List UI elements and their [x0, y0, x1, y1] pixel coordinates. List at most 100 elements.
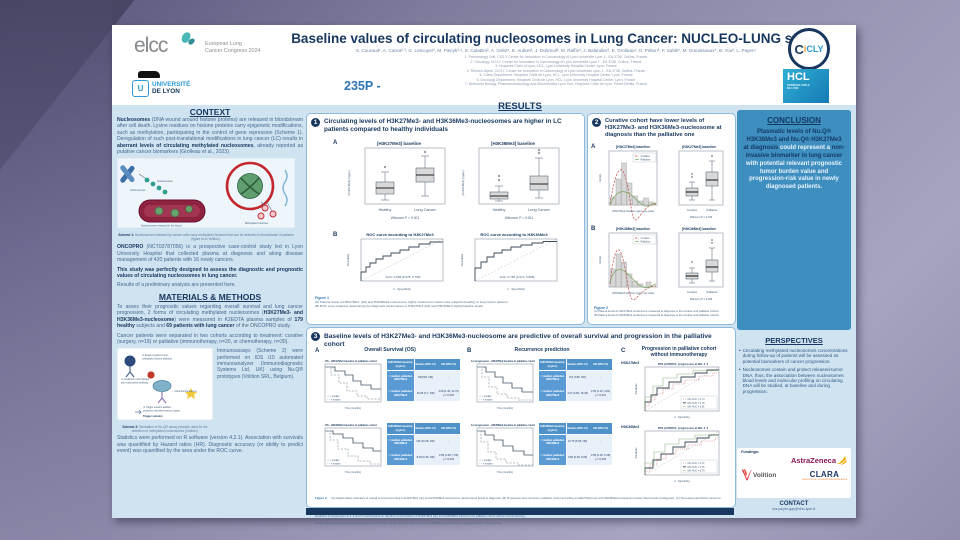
svg-text:M5: AUC = 0.81: M5: AUC = 0.81: [688, 406, 706, 409]
table-os-h3k36me3: H3K36Me3 baseline (ng/mL) Median (95% CI…: [387, 423, 460, 465]
funding-box: Fundings: AstraZeneca: [737, 448, 851, 498]
panel3-colA-title: Overall Survival (OS): [364, 347, 416, 353]
svg-text:PFS (AUROC): progression at M3: PFS (AUROC): progression at M3, 4, 5: [658, 426, 709, 430]
svg-text:Density: Density: [599, 255, 602, 264]
astrazeneca-logo: AstraZeneca: [741, 455, 847, 465]
panel2-number-badge: 2: [592, 118, 601, 127]
roc-h3k36me3: ROC curve according to H3K36Me3 Sensitiv…: [460, 232, 558, 291]
context-title: CONTEXT: [189, 107, 231, 117]
svg-text:Lung Cancer: Lung Cancer: [528, 208, 550, 212]
svg-text:Sensitivity: Sensitivity: [635, 383, 638, 395]
conclusion-title: CONCLUSION: [767, 116, 821, 125]
svg-text:[H3K27Me3] baseline: [H3K27Me3] baseline: [377, 141, 421, 146]
svg-text:1 - Specificity: 1 - Specificity: [507, 287, 525, 291]
affiliation-line: 2. Oncology, CICLY, Center for Innovatio…: [470, 59, 642, 64]
svg-text:M3: AUC = 0.74: M3: AUC = 0.74: [688, 398, 706, 401]
svg-text:Wilcoxon P < 0.001: Wilcoxon P < 0.001: [391, 216, 420, 220]
svg-text:— < median: — < median: [479, 395, 492, 398]
svg-text:Time (months): Time (months): [345, 471, 361, 474]
colC-tag-top: H3K27Me3: [621, 361, 640, 365]
hcl-logo: HCL HOSPICES CIVILS DE LYON: [783, 69, 829, 103]
svg-text:Healthy: Healthy: [379, 208, 392, 212]
svg-text:[H3K27Me3] baseline: [H3K27Me3] baseline: [616, 145, 650, 149]
svg-text:1st progression - H3K36Me3 bas: 1st progression - H3K36Me3 baseline in p…: [471, 424, 535, 427]
svg-text:Methylated histones: Methylated histones: [245, 221, 269, 225]
timeroc-h3k27me3: PFS (AUROC): progression at M3, 4, 5 Sen…: [635, 362, 720, 419]
panel2-label-a: A: [591, 144, 596, 150]
poster-header: elcc European Lung Cancer Congress 2024 …: [112, 25, 856, 105]
contact-email: lea.payen-gay@chu-lyon.fr: [772, 507, 816, 511]
svg-text:Sensitivity: Sensitivity: [460, 253, 464, 266]
svg-text:Curative: Curative: [641, 237, 651, 240]
results-footer-bar: [306, 508, 734, 515]
svg-text:anti-nucleosome antibody: anti-nucleosome antibody: [121, 382, 149, 385]
svg-text:Time (months): Time (months): [497, 407, 513, 410]
figure3-caption: (A) Kaplan-Meier estimates of overall su…: [315, 496, 721, 518]
contact-title: CONTACT: [779, 501, 809, 507]
bullet-marker: •: [739, 348, 741, 353]
study-design-statement: This study was perfectly designed to ass…: [117, 266, 303, 280]
hcl-abbr: HCL: [787, 71, 810, 83]
panel3-label-a: A: [315, 348, 320, 354]
clara-logo: CLARA CANCEROPOLE LYON AUVERGNE RHÔNE-AL…: [801, 469, 847, 481]
panel1-label-a: A: [333, 140, 338, 146]
astrazeneca-swoosh-icon: [837, 456, 847, 465]
elcc-logo: elcc: [134, 31, 196, 58]
svg-text:[H3K27Me3] baseline (ng/µL, lo: [H3K27Me3] baseline (ng/µL, log scale): [612, 210, 654, 213]
svg-text:[H3K36Me3] (ng/µL): [H3K36Me3] (ng/µL): [461, 170, 465, 195]
funding-label: Fundings:: [741, 450, 760, 454]
svg-text:Nucleosomes released in the bl: Nucleosomes released in the blood: [141, 224, 182, 228]
figure1-caption-b: (B) ROC curve analyses determining the d…: [315, 304, 484, 309]
scheme2-illustration: ① Beads coupled to anti- methylated hist…: [116, 348, 214, 421]
bullet-marker: •: [739, 367, 741, 373]
perspective-bullet-2: • Nucleosomes contain and protect releas…: [739, 367, 844, 394]
svg-text:[H3K36Me3] baseline: [H3K36Me3] baseline: [682, 227, 716, 231]
svg-text:— < median: — < median: [479, 459, 492, 462]
figure3-label: Figure 3: [315, 496, 327, 500]
svg-text:M3: AUC = 0.72: M3: AUC = 0.72: [688, 462, 706, 465]
svg-text:– – > median: – – > median: [479, 398, 493, 401]
perspectives-title: PERSPECTIVES: [765, 336, 823, 345]
panel3-heading: Baseline levels of H3K27Me3- and H3K36Me…: [324, 333, 712, 348]
svg-text:M4: AUC = 0.76: M4: AUC = 0.76: [688, 466, 706, 469]
panel3-colC-title1: Progression in palliative cohort: [641, 346, 717, 352]
svg-text:Palliative: Palliative: [641, 241, 652, 244]
cicly-i: i: [803, 44, 807, 54]
svg-text:Trigger solution: Trigger solution: [143, 414, 163, 418]
svg-text:— < median: — < median: [327, 395, 340, 398]
hcl-name2: DE LYON: [787, 87, 799, 91]
svg-text:[H3K36Me3] baseline: [H3K36Me3] baseline: [616, 227, 650, 231]
svg-text:AUC: 0.698 [0.578; 0.756]: AUC: 0.698 [0.578; 0.756]: [386, 275, 421, 279]
panel3-colC-title2: without immunotherapy: [650, 351, 708, 358]
udl-lion-icon: [138, 71, 160, 78]
context-paragraph: Nucleosomes (DNA wound around histone pr…: [117, 117, 303, 156]
svg-text:PFS (AUROC): progression at M3: PFS (AUROC): progression at M3, 4, 5: [658, 362, 709, 366]
poster-title: Baseline values of circulating nucleosom…: [291, 31, 821, 46]
svg-text:– – > median: – – > median: [327, 398, 341, 401]
svg-text:AUC: 0.756 [0.671; 0.828]: AUC: 0.756 [0.671; 0.828]: [500, 275, 535, 279]
svg-text:Time (months): Time (months): [345, 407, 361, 410]
svg-text:Palliative: Palliative: [706, 290, 718, 294]
svg-text:ROC curve according to H3K36Me: ROC curve according to H3K36Me3: [480, 232, 548, 237]
svg-text:methylated histone antibody: methylated histone antibody: [142, 358, 173, 361]
svg-text:M5: AUC = 0.79: M5: AUC = 0.79: [688, 470, 706, 473]
boxplot-h3k36me3: [H3K36Me3] baseline [H3K36Me3] (ng/µL) H…: [461, 141, 560, 220]
svg-text:② Acridinium ester labeled: ② Acridinium ester labeled: [121, 378, 150, 381]
svg-text:ROC curve according to H3K27Me: ROC curve according to H3K27Me3: [366, 232, 434, 237]
conclusion-panel: CONCLUSION Plasmatic levels of Nu.Q® H3K…: [737, 110, 851, 330]
panel1-label-b: B: [333, 232, 338, 238]
boxplot-cohort-h3k27me3: [H3K27Me3] baseline Curative Palliative …: [678, 145, 724, 219]
affiliation-line: 4. Rhônes-Alpes, CICLY, Center for Innov…: [466, 68, 646, 73]
results-title: RESULTS: [498, 101, 542, 112]
udl-line1: UNIVERSITÉ: [152, 81, 191, 88]
svg-text:Curative: Curative: [641, 155, 651, 158]
svg-text:M4: AUC = 0.78: M4: AUC = 0.78: [688, 402, 706, 405]
figure2-label: Figure 2: [594, 306, 608, 310]
methods-paragraph-1: To asses their prognostic values regardi…: [117, 303, 303, 330]
scheme1-caption: Scheme 1: Nucleosomes released by cancer…: [118, 233, 294, 242]
affiliation-line: 1. Pneumology Unit, CICLY Center for Inn…: [464, 55, 648, 60]
timeroc-h3k36me3: PFS (AUROC): progression at M3, 4, 5 Sen…: [635, 426, 720, 483]
km-pfs-h3k36me3: 1st progression - H3K36Me3 baseline in p…: [471, 424, 535, 474]
svg-text:Healthy: Healthy: [493, 208, 506, 212]
